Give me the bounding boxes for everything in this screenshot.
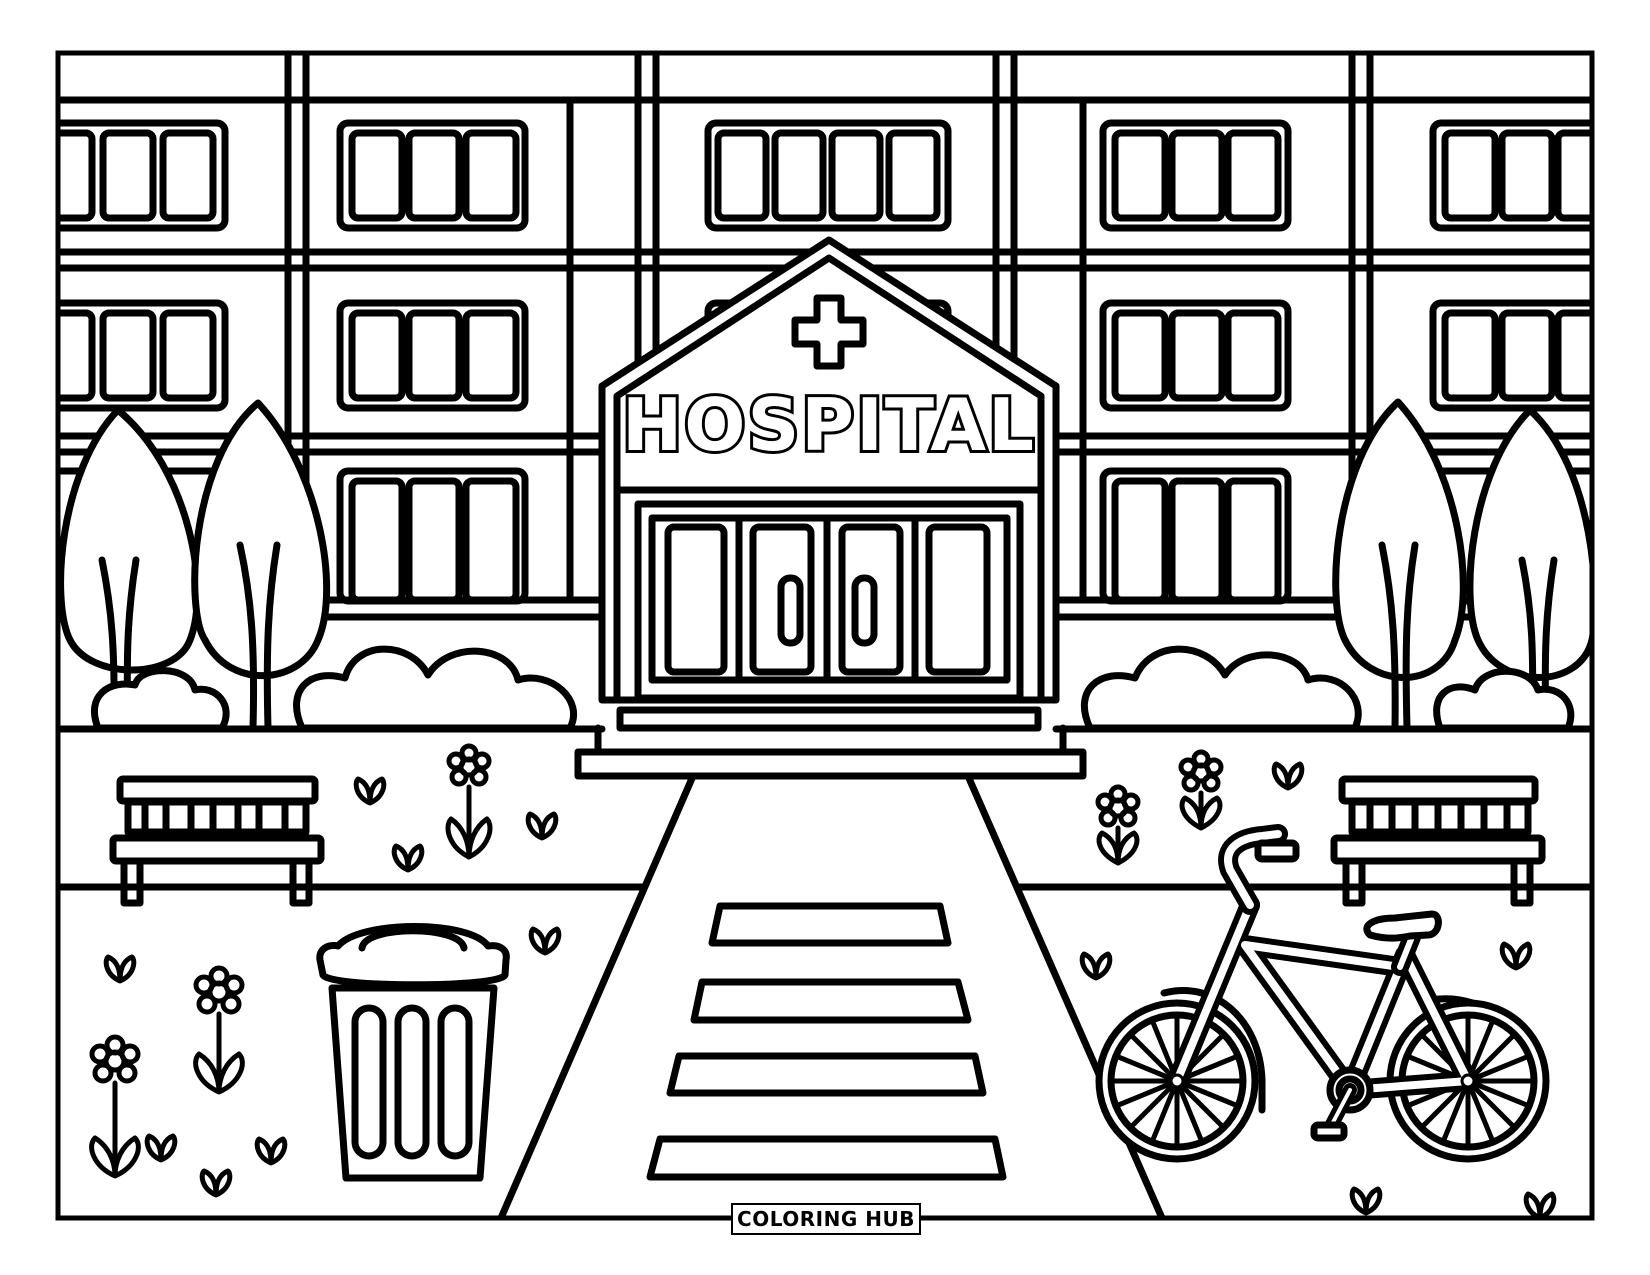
- brand-label: COLORING HUB: [737, 1207, 915, 1231]
- flower: [1178, 749, 1224, 831]
- crosswalk-stripe-4: [646, 1135, 1007, 1181]
- trees: [57, 398, 1599, 732]
- flower: [193, 965, 245, 1095]
- handlebar-grip: [1254, 839, 1300, 863]
- flower: [1095, 784, 1141, 866]
- flower: [89, 1034, 141, 1179]
- crosswalk-stripe-3: [666, 1052, 987, 1097]
- medical-cross-icon: [791, 294, 867, 370]
- door-handle-right: [851, 574, 878, 647]
- bicycle-frame: [1167, 895, 1478, 1100]
- hospital-entrance: [574, 236, 1087, 780]
- bench-left: [109, 775, 325, 907]
- window-row-1: [36, 119, 1622, 232]
- door-handle-left: [777, 574, 804, 647]
- door-glass-1: [664, 523, 728, 676]
- bushes: [90, 645, 1575, 732]
- flowers: [89, 743, 1224, 1179]
- bicycle-seat: [1363, 910, 1442, 942]
- door-glass-2: [749, 523, 815, 676]
- hospital-sign-text: HOSPITAL: [622, 383, 1036, 467]
- bush-right-small: [1433, 667, 1575, 732]
- trash-can: [316, 923, 510, 1182]
- pedal: [1310, 1121, 1348, 1142]
- flower: [445, 743, 493, 860]
- bush-left-large: [293, 645, 578, 732]
- crosswalk-stripe-1: [708, 902, 952, 947]
- crosswalk-stripe-2: [690, 978, 972, 1024]
- bush-left-small: [90, 667, 230, 732]
- bicycle: [1095, 824, 1550, 1163]
- sprouts: [103, 761, 1557, 1221]
- brand-badge: COLORING HUB: [731, 1203, 921, 1235]
- walkway-left-edge: [497, 772, 697, 1222]
- windows: [36, 119, 1622, 605]
- tree-right-1: [1332, 398, 1467, 732]
- bench-right: [1330, 775, 1546, 907]
- bush-right-large: [1081, 645, 1362, 732]
- door-glass-4: [925, 523, 991, 676]
- door-glass-3: [838, 523, 904, 676]
- tree-left-2: [191, 399, 331, 732]
